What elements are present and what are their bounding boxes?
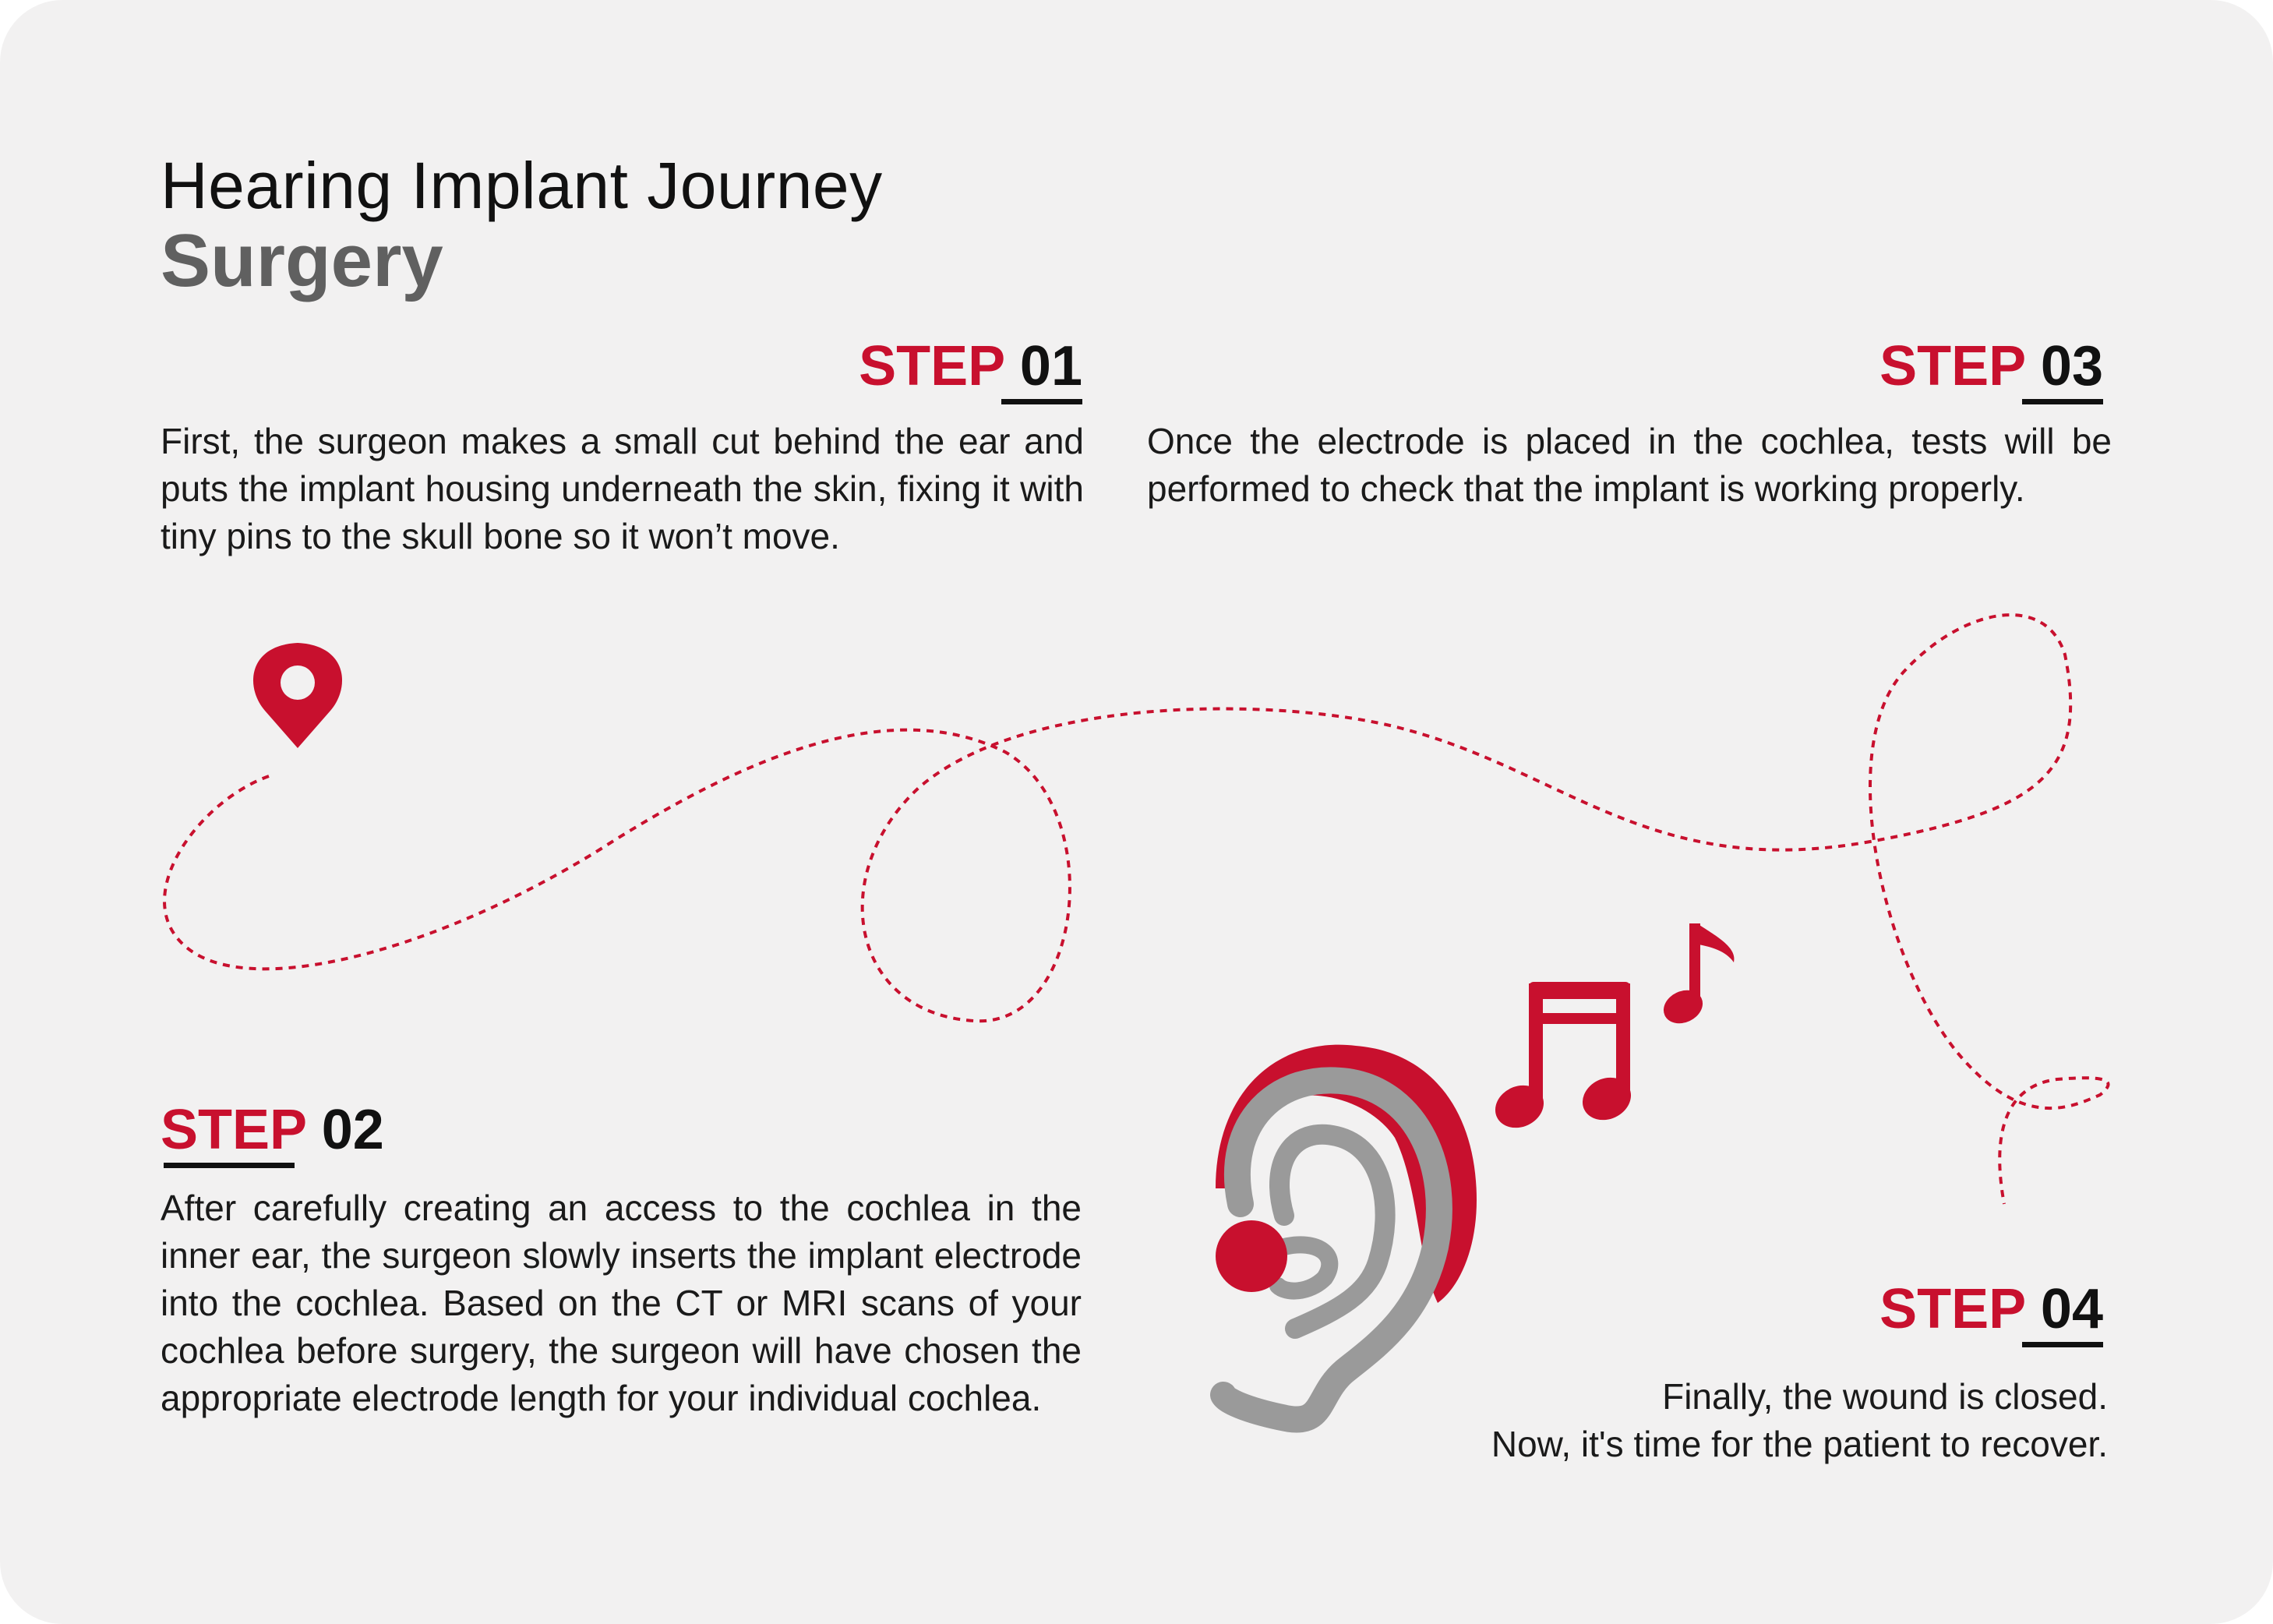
step-03-underline [2022, 399, 2103, 404]
step-02-heading: STEP 02 [161, 1097, 384, 1168]
ear-with-hearing-implant-icon [1210, 1044, 1477, 1433]
page-subtitle: Surgery [161, 219, 443, 302]
step-04-number: 04 [2040, 1278, 2103, 1340]
step-03-number: 03 [2040, 335, 2103, 397]
step-04-text: Finally, the wound is closed. Now, it's … [1407, 1373, 2108, 1468]
step-02-underline [164, 1163, 295, 1168]
step-01-text: First, the surgeon makes a small cut beh… [161, 421, 1084, 556]
step-01-underline [1001, 399, 1082, 404]
step-04-text-line-2: Now, it's time for the patient to recove… [1491, 1424, 2108, 1464]
page-title: Hearing Implant Journey [161, 149, 883, 222]
step-03-label: STEP [1879, 335, 2025, 397]
location-pin-icon [252, 643, 343, 748]
step-04-underline [2022, 1342, 2103, 1347]
step-04-label: STEP [1879, 1278, 2025, 1340]
music-notes-icon [1495, 923, 1735, 1128]
step-02-number: 02 [321, 1099, 384, 1161]
step-04-heading: STEP 04 [1879, 1276, 2103, 1347]
step-01-label: STEP [859, 335, 1004, 397]
step-01-number: 01 [1019, 335, 1082, 397]
step-02-label: STEP [161, 1099, 306, 1161]
step-03-text: Once the electrode is placed in the coch… [1147, 421, 2112, 509]
step-04-text-line-1: Finally, the wound is closed. [1662, 1376, 2108, 1417]
step-03-heading: STEP 03 [1879, 334, 2103, 404]
step-02-text: After carefully creating an access to th… [161, 1188, 1082, 1418]
step-01-heading: STEP 01 [859, 334, 1082, 404]
journey-dashed-path [163, 613, 2110, 1205]
